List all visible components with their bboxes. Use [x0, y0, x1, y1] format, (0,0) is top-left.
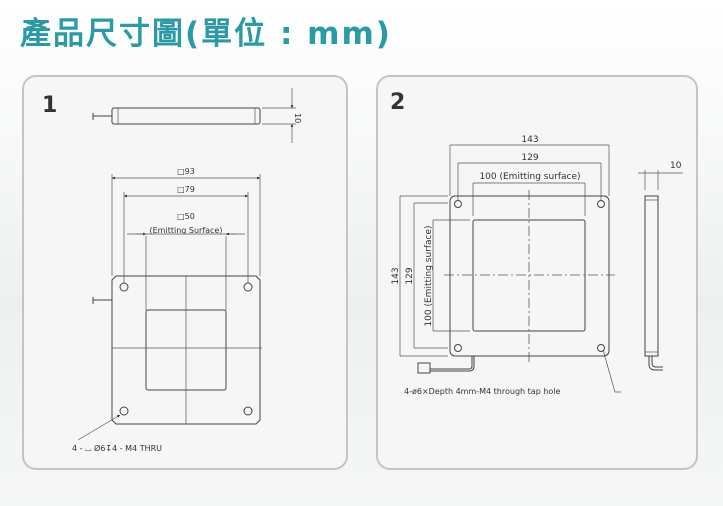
side-view-1: 10	[92, 88, 302, 143]
panel-number-1: 1	[42, 93, 57, 118]
thickness-label: 10	[293, 113, 302, 123]
drawing-2: 2 143 129 100 (Emitting surface) 143 129…	[390, 90, 683, 396]
dim-emitting: □50	[177, 212, 195, 221]
panel-number-2: 2	[390, 90, 405, 115]
dim-emitting-h: 100 (Emitting surface)	[479, 172, 580, 182]
dim-holes-v: 129	[405, 267, 415, 284]
drawing-1: 1 10 □93 □79 □50 (Emitting Surface)	[42, 88, 302, 453]
plate-outline-2	[449, 195, 610, 357]
page-title: 產品尺寸圖(單位 : mm)	[20, 16, 392, 52]
emitting-label: (Emitting Surface)	[150, 226, 223, 235]
mounting-holes-2	[454, 200, 605, 352]
dim-emitting-v: 100 (Emitting surface)	[424, 225, 434, 326]
dim-holes-h: 129	[521, 153, 538, 163]
dim-outer-v: 143	[391, 267, 401, 284]
plate-outline-1	[111, 275, 261, 425]
mounting-holes-1	[119, 282, 253, 416]
drawing-panel-1	[22, 75, 348, 470]
dim-outer-h: 143	[521, 135, 538, 145]
connector-icon	[417, 362, 431, 374]
hole-note-2: 4-ø6×Depth 4mm-M4 through tap hole	[404, 387, 560, 396]
hole-note-1: 4 - ⌴ Ø6↧4 - M4 THRU	[72, 443, 162, 453]
dim-holes: □79	[177, 185, 195, 194]
dim-outer: □93	[177, 167, 195, 176]
thickness-label-2: 10	[670, 161, 682, 171]
drawing-panel-2	[376, 75, 698, 470]
side-view-2: 10	[638, 161, 683, 371]
